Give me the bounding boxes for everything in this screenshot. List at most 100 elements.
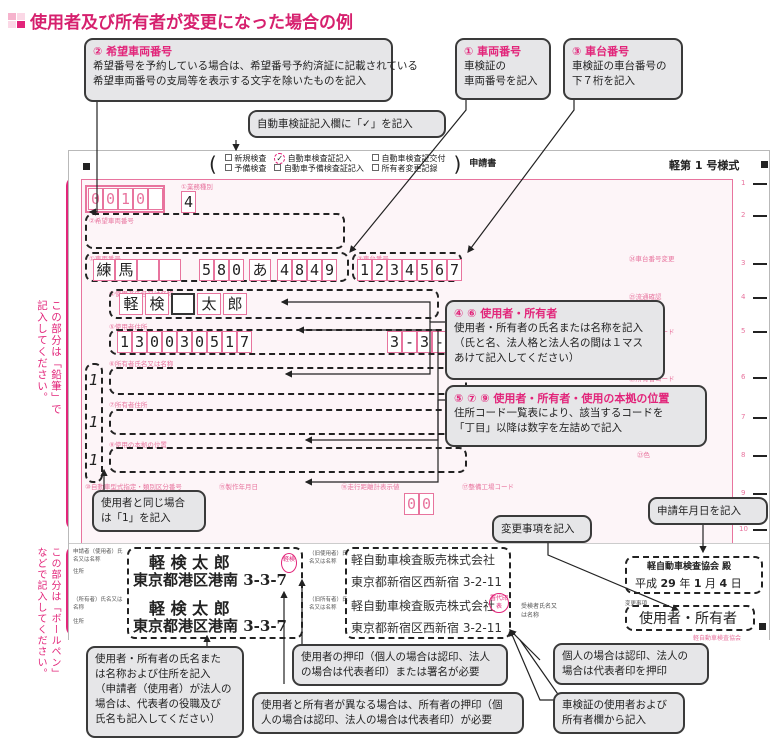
corner-mark-right (761, 161, 768, 168)
callout-heading: ① 車両番号 (464, 45, 522, 58)
pencil-note-line2: 記入してください。 (36, 300, 48, 404)
checkbox-new[interactable]: 新規検査 (234, 154, 267, 163)
vehicle-region-char[interactable]: 馬 (115, 259, 137, 281)
address-code-digit[interactable]: 0 (162, 331, 177, 353)
checkbox-cert-issue[interactable]: 自動車検査証交付 (381, 154, 446, 163)
vehicle-number-digit[interactable]: 8 (292, 259, 307, 281)
vehicle-number-digit[interactable]: 4 (307, 259, 322, 281)
vehicle-region-char[interactable] (159, 259, 181, 281)
user-name-char[interactable] (171, 293, 195, 315)
callout-vehicle-number: ① 車両番号 車検証の 車両番号を記入 (455, 38, 551, 100)
user-name-char[interactable]: 軽 (119, 293, 143, 315)
chassis-digit[interactable]: 2 (372, 259, 387, 281)
applicant-address[interactable]: 東京都港区港南 3-3-7 (133, 571, 287, 589)
odometer-digit[interactable]: 0 (404, 493, 419, 515)
address-code-digit[interactable]: 1 (117, 331, 132, 353)
user-seal: 軽検 (281, 553, 297, 573)
vehicle-number-digit[interactable]: 4 (277, 259, 292, 281)
code-digit[interactable]: 0 (103, 188, 118, 210)
address-rest-char[interactable]: 3 (417, 331, 432, 353)
callout-text: 使用者と同じ場合 (101, 497, 185, 509)
user-name-char[interactable]: 太 (197, 293, 221, 315)
address-code-digit[interactable]: 5 (207, 331, 222, 353)
checkbox-owner-change[interactable]: 所有者変更記録 (381, 164, 438, 173)
callout-hope-number: ② 希望車両番号 希望番号を予約している場合は、希望番号予約済証に記載されている… (84, 38, 418, 102)
address-rest-char[interactable]: 3 (387, 331, 402, 353)
callout-application-date: 申請年月日を記入 (648, 497, 768, 525)
callout-text: 住所コード一覧表により、該当するコードを (454, 407, 664, 419)
applicant-name[interactable]: 軽 検 太 郎 (149, 553, 230, 572)
owner-same-flag[interactable]: 1 (89, 371, 99, 389)
chassis-digit[interactable]: 4 (402, 259, 417, 281)
row-number: 8 (741, 451, 746, 459)
address-code-digit[interactable]: 1 (222, 331, 237, 353)
old-owner-name[interactable]: 軽自動車検査販売株式会社 (351, 599, 496, 613)
code-digit[interactable]: 0 (133, 188, 148, 210)
title-square-icon (8, 12, 26, 29)
owner-address[interactable]: 東京都港区港南 3-3-7 (133, 617, 287, 635)
callout-text: 変更事項を記入 (501, 523, 575, 535)
chassis-digit[interactable]: 1 (357, 259, 372, 281)
checkbox-pre-cert-entry[interactable]: 自動車予備検査証記入 (283, 164, 364, 173)
vehicle-class-digit[interactable]: 8 (214, 259, 229, 281)
base-position-highlight (109, 447, 467, 473)
callout-text: は名称および住所を記入 (95, 668, 211, 680)
address-code-digit[interactable]: 0 (192, 331, 207, 353)
row-number: 2 (741, 211, 746, 219)
callout-text: 使用者・所有者の氏名また (95, 653, 221, 665)
address-code-digit[interactable]: 3 (177, 331, 192, 353)
row-number: 4 (741, 293, 746, 301)
callout-text: 個人の場合は認印、法人の (562, 650, 688, 662)
vehicle-class-digit[interactable]: 0 (229, 259, 244, 281)
callout-text: 自動車検証記入欄に「✓」を記入 (257, 118, 413, 130)
label-color: ㉓色 (637, 451, 650, 459)
user-name-char[interactable]: 検 (145, 293, 169, 315)
vehicle-number-digit[interactable]: 9 (322, 259, 337, 281)
chassis-digit[interactable]: 3 (387, 259, 402, 281)
label-hope-number: ②希望車両番号 (89, 217, 134, 225)
business-type-cell[interactable]: 4 (181, 191, 196, 213)
callout-user-owner: ④ ⑥ 使用者・所有者 使用者・所有者の氏名または名称を記入 （氏と名、法人格と… (445, 300, 665, 380)
chassis-digit[interactable]: 7 (447, 259, 462, 281)
vehicle-region-char[interactable] (137, 259, 159, 281)
old-user-address[interactable]: 東京都新宿区西新宿 3-2-11 (351, 575, 503, 589)
label-model: ⑩自動車型式指定・類別区分番号 (85, 483, 182, 491)
vehicle-class-digit[interactable]: 5 (199, 259, 214, 281)
row-number: 6 (741, 373, 746, 381)
address-code-digit[interactable]: 7 (237, 331, 252, 353)
row-tick (753, 331, 767, 333)
row-number: 7 (741, 413, 746, 421)
change-highlight (625, 605, 755, 631)
old-user-name[interactable]: 軽自動車検査販売株式会社 (351, 553, 496, 567)
checkbox-cert-entry[interactable]: 自動車検査証記入 (287, 154, 352, 163)
callout-text: 希望車両番号の支局等を表示する文字を除いたものを記入 (93, 75, 366, 87)
chassis-digit[interactable]: 6 (432, 259, 447, 281)
application-date[interactable]: 平成 29 年 1 月 4 日 (635, 575, 742, 591)
code-digit[interactable]: 1 (118, 188, 133, 210)
callout-heading: ⑤ ⑦ ⑨ 使用者・所有者・使用の本拠の位置 (454, 392, 670, 405)
address-code-digit[interactable]: 0 (147, 331, 162, 353)
user-name-char[interactable]: 郎 (223, 293, 247, 315)
owner-name[interactable]: 軽 検 太 郎 (149, 599, 230, 618)
address-code-digit[interactable]: 3 (132, 331, 147, 353)
old-user-label: （旧使用者）氏名又は名称 (309, 551, 348, 565)
label-year: ⑮製作年月日 (219, 483, 258, 491)
owner-addr-same-flag[interactable]: 1 (89, 413, 99, 431)
base-same-flag[interactable]: 1 (89, 451, 99, 469)
label-base-position: ⑨使用の本拠の位置 (109, 441, 167, 449)
change-value[interactable]: 使用者・所有者 (639, 611, 737, 627)
old-owner-address[interactable]: 東京都新宿区西新宿 3-2-11 (351, 621, 503, 635)
address-rest-char[interactable]: - (402, 331, 417, 353)
label-business: ①業務種別 (181, 183, 213, 191)
code-digit[interactable] (148, 188, 163, 210)
title-text: 使用者及び所有者が変更になった場合の例 (30, 13, 353, 33)
checkbox-pre[interactable]: 予備検査 (234, 164, 267, 173)
date-year-unit: 年 (679, 577, 691, 590)
callout-text: （申請者（使用者）が法人の (95, 683, 232, 695)
vehicle-region-char[interactable]: 練 (93, 259, 115, 281)
date-month-unit: 月 (704, 577, 716, 590)
odometer-digit[interactable]: 0 (419, 493, 434, 515)
chassis-digit[interactable]: 5 (417, 259, 432, 281)
vehicle-kana[interactable]: あ (249, 259, 271, 281)
